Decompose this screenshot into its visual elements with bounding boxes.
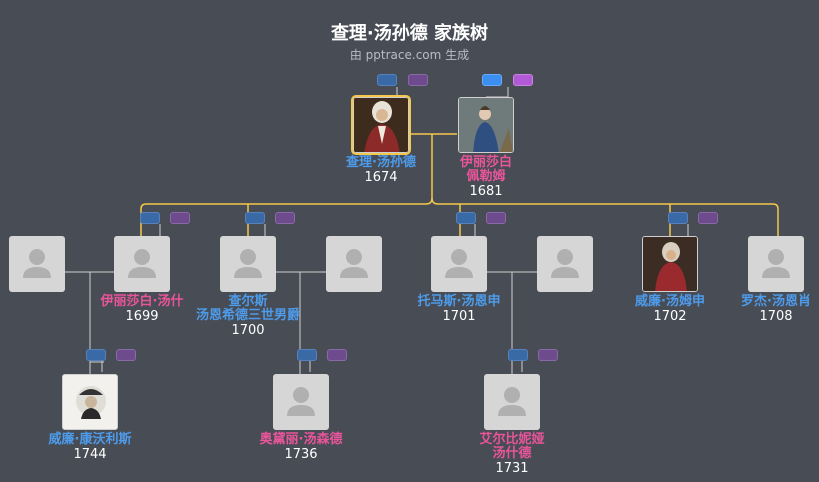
toggle-mother-button[interactable] <box>513 74 533 86</box>
person-name: 伊丽莎白 佩勒姆 <box>459 155 512 184</box>
toggle-mother-button[interactable] <box>408 74 428 86</box>
person-birth-year: 1699 <box>125 309 159 324</box>
toggle-father-button[interactable] <box>508 349 528 361</box>
person-audrey[interactable]: 奥黛丽·汤森德 1736 <box>241 374 361 462</box>
person-birth-year: 1700 <box>231 323 265 338</box>
toggle-mother-button[interactable] <box>698 212 718 224</box>
person-name: 伊丽莎白·汤什 <box>100 294 184 309</box>
toggle-father-button[interactable] <box>668 212 688 224</box>
toggle-father-button[interactable] <box>140 212 160 224</box>
person-silhouette-icon <box>748 236 804 292</box>
person-birth-year: 1702 <box>653 309 687 324</box>
person-birth-year: 1701 <box>442 309 476 324</box>
subtitle: 由 pptrace.com 生成 <box>349 48 470 62</box>
toggle-father-button[interactable] <box>377 74 397 86</box>
person-spouse[interactable] <box>294 236 414 292</box>
person-silhouette-icon <box>326 236 382 292</box>
toggle-father-button[interactable] <box>245 212 265 224</box>
person-name: 威廉·汤姆申 <box>635 294 705 309</box>
toggle-father-button[interactable] <box>297 349 317 361</box>
person-silhouette-icon <box>537 236 593 292</box>
person-charles-3rd[interactable]: 查尔斯 汤恩希德三世男爵 1700 <box>188 236 308 338</box>
person-birth-year: 1736 <box>284 447 318 462</box>
toggle-mother-button[interactable] <box>116 349 136 361</box>
person-name: 艾尔比妮娅 汤什德 <box>479 432 545 461</box>
portrait-icon <box>642 236 698 292</box>
page-title: 查理·汤孙德 家族树 <box>330 23 489 44</box>
person-birth-year: 1731 <box>495 461 529 476</box>
person-william-c[interactable]: 威廉·康沃利斯 1744 <box>30 374 150 462</box>
person-birth-year: 1708 <box>759 309 793 324</box>
person-charles[interactable]: 查理·汤孙德 1674 <box>321 95 441 185</box>
person-elizabeth-pelham[interactable]: 伊丽莎白 佩勒姆 1681 <box>426 97 546 199</box>
person-silhouette-icon <box>114 236 170 292</box>
person-name: 罗杰·汤恩肖 <box>741 294 811 309</box>
person-albinia[interactable]: 艾尔比妮娅 汤什德 1731 <box>452 374 572 476</box>
person-thomas[interactable]: 托马斯·汤恩申 1701 <box>399 236 519 324</box>
person-silhouette-icon <box>484 374 540 430</box>
person-silhouette-icon <box>273 374 329 430</box>
person-silhouette-icon <box>9 236 65 292</box>
toggle-mother-button[interactable] <box>170 212 190 224</box>
person-silhouette-icon <box>431 236 487 292</box>
person-name: 奥黛丽·汤森德 <box>259 432 343 447</box>
toggle-mother-button[interactable] <box>538 349 558 361</box>
person-birth-year: 1674 <box>364 170 398 185</box>
person-elizabeth-t[interactable]: 伊丽莎白·汤什 1699 <box>82 236 202 324</box>
toggle-mother-button[interactable] <box>275 212 295 224</box>
person-name: 托马斯·汤恩申 <box>417 294 501 309</box>
person-spouse[interactable] <box>0 236 97 292</box>
toggle-father-button[interactable] <box>456 212 476 224</box>
person-name: 查尔斯 汤恩希德三世男爵 <box>195 294 300 323</box>
toggle-father-button[interactable] <box>482 74 502 86</box>
person-silhouette-icon <box>220 236 276 292</box>
toggle-father-button[interactable] <box>86 349 106 361</box>
portrait-icon <box>458 97 514 153</box>
person-roger[interactable]: 罗杰·汤恩肖 1708 <box>699 236 819 324</box>
toggle-mother-button[interactable] <box>327 349 347 361</box>
person-spouse[interactable] <box>505 236 625 292</box>
person-name: 威廉·康沃利斯 <box>48 432 132 447</box>
person-name: 查理·汤孙德 <box>346 155 416 170</box>
person-birth-year: 1681 <box>469 184 503 199</box>
portrait-icon <box>62 374 118 430</box>
portrait-icon <box>351 95 411 155</box>
toggle-mother-button[interactable] <box>486 212 506 224</box>
person-william[interactable]: 威廉·汤姆申 1702 <box>610 236 730 324</box>
person-birth-year: 1744 <box>73 447 107 462</box>
